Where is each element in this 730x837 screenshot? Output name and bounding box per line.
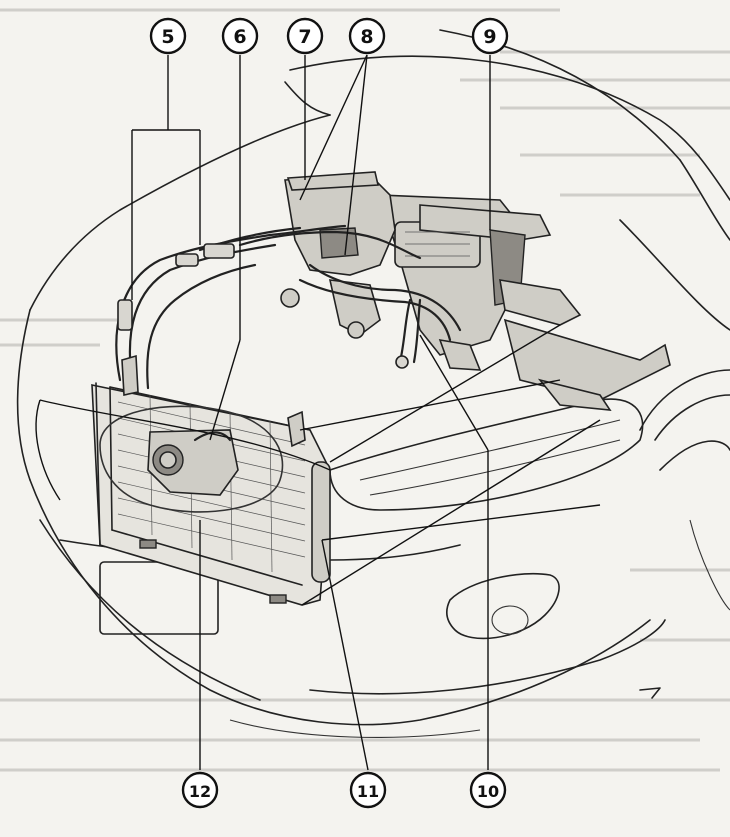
leader-lines xyxy=(131,54,601,771)
fog-lamp xyxy=(445,572,560,640)
callout-12: 12 xyxy=(181,771,219,809)
evaporator-case xyxy=(280,171,396,339)
callout-5: 5 xyxy=(149,17,187,55)
svg-text:11: 11 xyxy=(357,782,379,801)
callout-6: 6 xyxy=(221,17,259,55)
compressor-detail-outline xyxy=(99,405,284,513)
svg-text:7: 7 xyxy=(298,26,311,48)
refrigerant-pipes xyxy=(115,224,462,390)
callout-8: 8 xyxy=(348,17,386,55)
callout-9: 9 xyxy=(471,17,509,55)
callout-7: 7 xyxy=(286,17,324,55)
receiver-drier xyxy=(311,461,331,583)
heater-unit-assembly xyxy=(378,194,671,411)
callout-10: 10 xyxy=(469,771,507,809)
svg-text:8: 8 xyxy=(360,26,373,48)
callout-11: 11 xyxy=(349,771,387,809)
svg-text:10: 10 xyxy=(477,782,499,801)
compressor xyxy=(147,429,239,496)
svg-text:12: 12 xyxy=(189,782,211,801)
background-print-texture xyxy=(0,8,730,772)
svg-text:6: 6 xyxy=(233,26,246,48)
svg-text:9: 9 xyxy=(483,26,496,48)
svg-text:5: 5 xyxy=(161,26,174,48)
